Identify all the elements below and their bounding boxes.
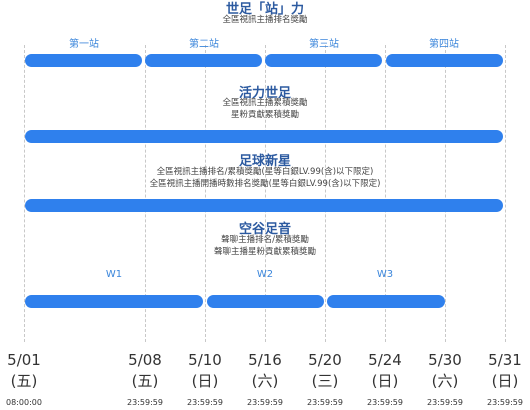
- timeline-time: 23:59:59: [187, 398, 223, 407]
- timeline-time: 23:59:59: [427, 398, 463, 407]
- section-3-bar: [25, 199, 503, 212]
- guide-line-4: [265, 45, 266, 342]
- timeline-weekday: (日): [371, 372, 399, 390]
- stage-bar-3: [265, 54, 382, 67]
- timeline-date: 5/30: [428, 351, 462, 369]
- timeline-time: 23:59:59: [127, 398, 163, 407]
- timeline-time: 23:59:59: [247, 398, 283, 407]
- timeline-weekday: (六): [431, 372, 459, 390]
- timeline-weekday: (五): [10, 372, 38, 390]
- timeline-weekday: (日): [191, 372, 219, 390]
- guide-line-7: [445, 45, 446, 342]
- stage-bar-2: [145, 54, 262, 67]
- timeline-weekday: (六): [251, 372, 279, 390]
- timeline-weekday: (日): [491, 372, 519, 390]
- section-2-title: 活力世足: [238, 86, 291, 101]
- guide-line-2: [145, 45, 146, 342]
- section-2-line-2: 星粉貢獻累積獎勵: [230, 110, 299, 120]
- timeline-weekday: (三): [311, 372, 339, 390]
- stage-bar-4: [386, 54, 503, 67]
- timeline-weekday: (五): [131, 372, 159, 390]
- section-2-bar: [25, 130, 503, 143]
- section-2-line-1: 全區視訊主播累積獎勵: [222, 98, 308, 108]
- guide-line-1: [24, 45, 25, 342]
- week-bar-2: [207, 295, 324, 308]
- week-bar-3: [327, 295, 445, 308]
- week-label-1: W1: [105, 269, 123, 280]
- guide-line-5: [325, 45, 326, 342]
- timeline-time: 23:59:59: [307, 398, 343, 407]
- timeline-date: 5/20: [308, 351, 342, 369]
- week-label-3: W3: [376, 269, 394, 280]
- timeline-date: 5/16: [248, 351, 282, 369]
- section-4-line-1: 聲聊主播排名/累積獎勵: [221, 235, 309, 245]
- section-4-title: 空谷足音: [238, 222, 291, 237]
- week-label-2: W2: [256, 269, 274, 280]
- stage-label-2: 第二站: [189, 39, 219, 50]
- section-3-line-2: 全區視訊主播開播時數排名獎勵(星等白銀LV.99(含)以下限定): [149, 179, 381, 189]
- section-1-title: 世足「站」力: [225, 2, 304, 17]
- timeline-date: 5/10: [188, 351, 222, 369]
- stage-label-1: 第一站: [69, 39, 99, 50]
- timeline-date: 5/01: [7, 351, 41, 369]
- timeline-time: 23:59:59: [367, 398, 403, 407]
- section-4-line-2: 聲聊主播星粉貢獻累積獎勵: [213, 247, 316, 257]
- section-3-title: 足球新星: [238, 154, 291, 169]
- section-1-line-1: 全區視訊主播排名獎勵: [222, 15, 308, 25]
- timeline-date: 5/08: [128, 351, 162, 369]
- timeline-date: 5/31: [488, 351, 522, 369]
- guide-line-8: [505, 45, 506, 342]
- guide-line-6: [385, 45, 386, 342]
- week-bar-1: [25, 295, 203, 308]
- timeline-time: 08:00:00: [6, 398, 42, 407]
- stage-label-4: 第四站: [429, 39, 459, 50]
- guide-line-3: [205, 45, 206, 342]
- stage-label-3: 第三站: [309, 39, 339, 50]
- stage-bar-1: [25, 54, 142, 67]
- section-3-line-1: 全區視訊主播排名/累積獎勵(星等白銀LV.99(含)以下限定): [156, 167, 374, 177]
- timeline-time: 23:59:59: [487, 398, 523, 407]
- timeline-date: 5/24: [368, 351, 402, 369]
